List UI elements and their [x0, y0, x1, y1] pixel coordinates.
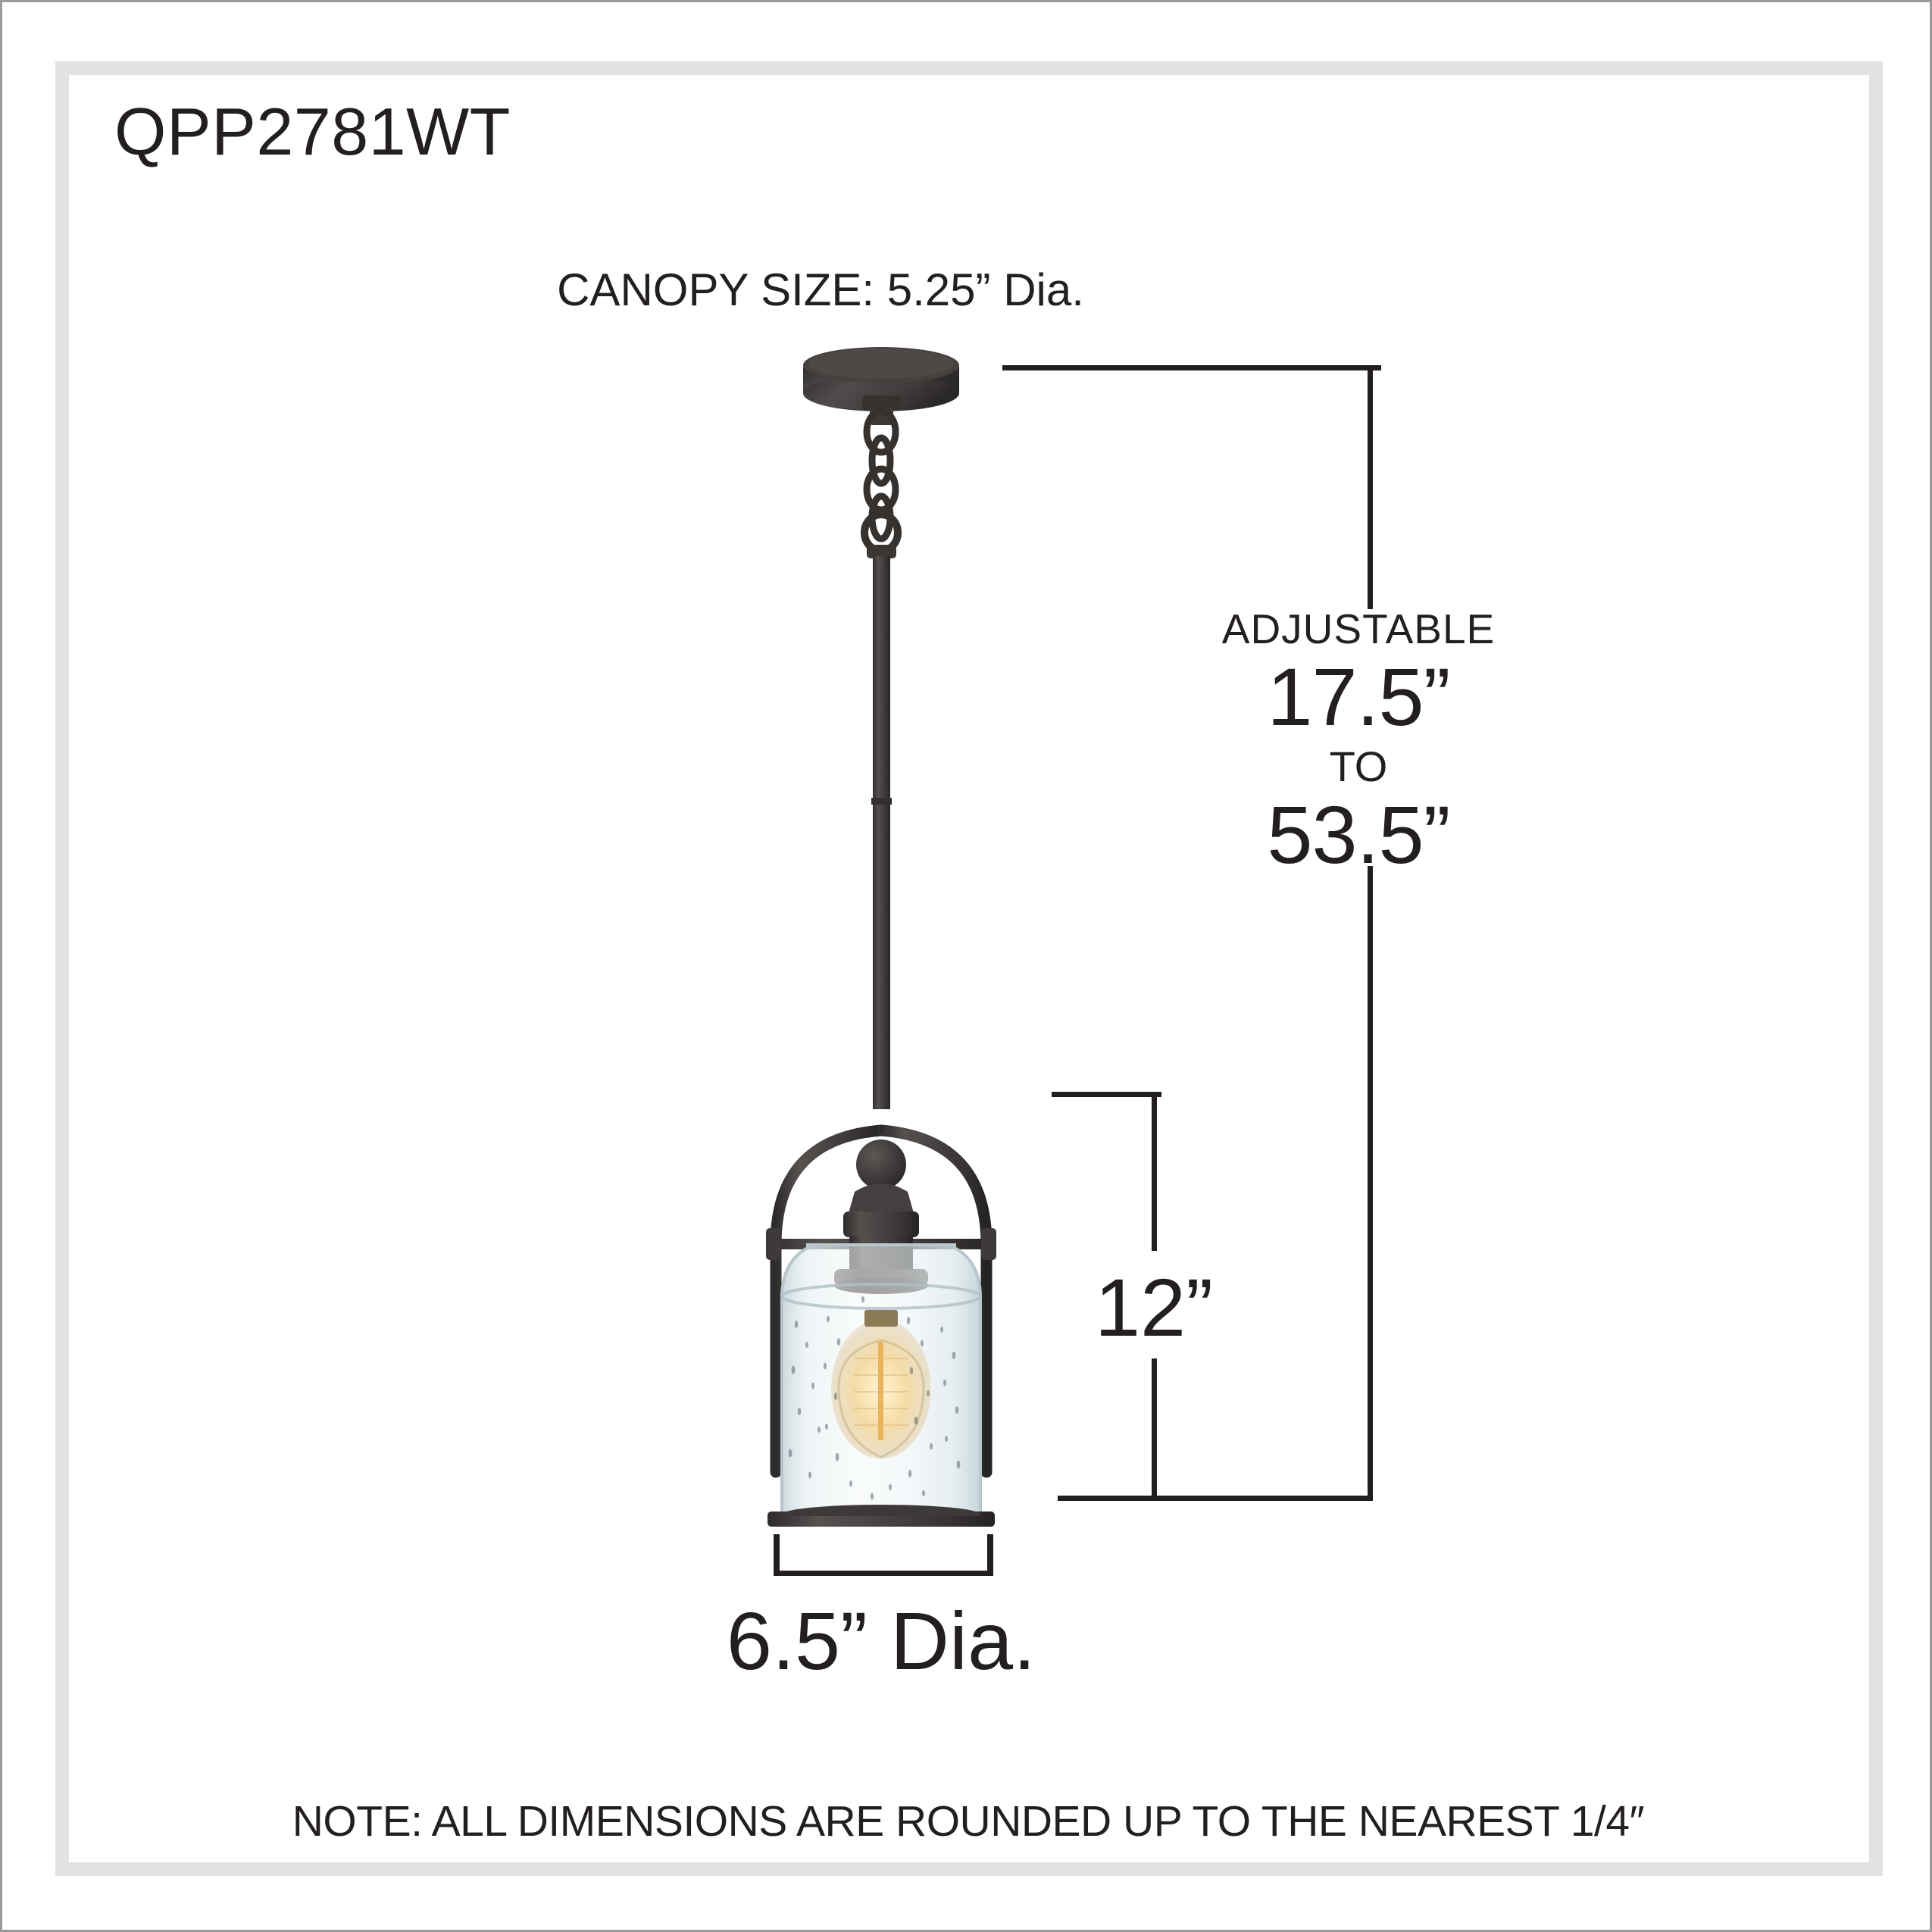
decorative-frame [55, 61, 1883, 1876]
height-extension-line-top [1052, 1092, 1161, 1097]
adjustable-label: ADJUSTABLE [1221, 605, 1496, 652]
adjustable-extension-line-bottom [1058, 1496, 1373, 1501]
adjustable-extension-line-top [1002, 365, 1381, 370]
adjustable-dim-line-upper [1368, 365, 1373, 609]
canopy-size-text: CANOPY SIZE: 5.25” Dia. [557, 264, 1084, 315]
diameter-tick-right [987, 1534, 993, 1574]
adjustable-dimension-callout: ADJUSTABLE 17.5” TO 53.5” [1169, 608, 1548, 876]
page-title: QPP2781WT [114, 94, 511, 169]
adjustable-dim-line-lower [1368, 866, 1373, 1501]
adjustable-min-value: 17.5” [1267, 651, 1450, 742]
height-dim-line-lower [1152, 1358, 1157, 1499]
dimensions-note: NOTE: ALL DIMENSIONS ARE ROUNDED UP TO T… [292, 1797, 1645, 1846]
height-dim-line-upper [1152, 1092, 1157, 1251]
shade-diameter-callout: 6.5” Dia. [726, 1595, 1036, 1687]
adjustable-connector: TO [1329, 742, 1388, 790]
fixture-height-callout: 12” [1094, 1261, 1214, 1353]
adjustable-max-value: 53.5” [1267, 789, 1450, 880]
diameter-tick-left [774, 1534, 780, 1574]
canopy-size-caption: CANOPY SIZE: 5.25” Dia. [2, 264, 1930, 316]
diameter-dim-line [774, 1571, 993, 1576]
